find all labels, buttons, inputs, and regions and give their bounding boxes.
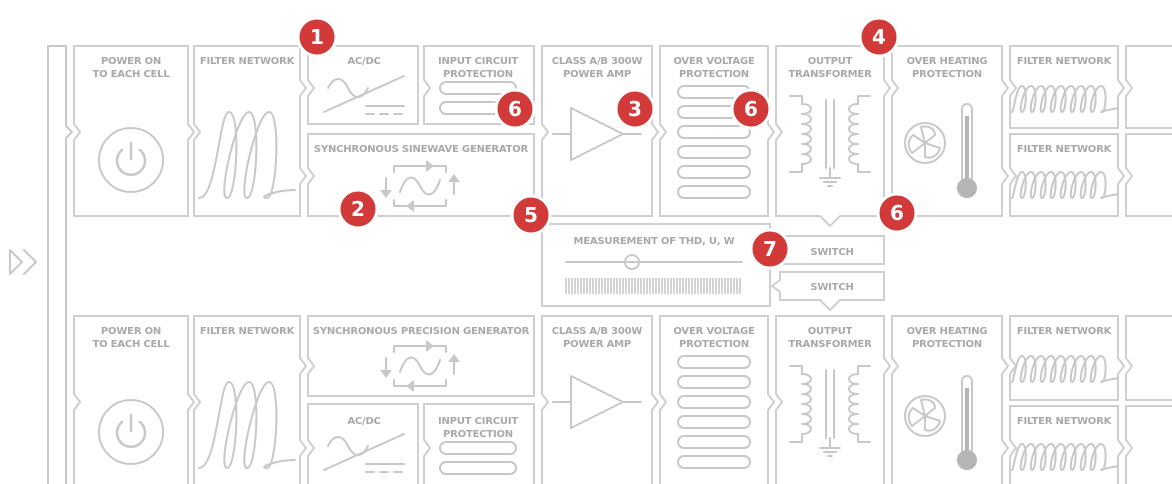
power-on-label-2: TO EACH CELL — [92, 69, 170, 80]
filter-network-block-bottom: FILTER NETWORK — [193, 315, 308, 484]
badge-6: 6 — [876, 192, 918, 234]
power-amp-label-1: CLASS A/B 300W — [552, 326, 643, 337]
svg-text:7: 7 — [763, 237, 777, 261]
power-amp-block-top: CLASS A/B 300W POWER AMP — [541, 45, 660, 217]
svg-text:6: 6 — [744, 97, 758, 121]
badge-6: 6 — [494, 88, 536, 130]
over-voltage-label-1: OVER VOLTAGE — [673, 56, 755, 67]
power-amp-label-1: CLASS A/B 300W — [552, 56, 643, 67]
switch-label: SWITCH — [810, 282, 853, 293]
filter-network-label: FILTER NETWORK — [200, 56, 296, 67]
power-amp-block-bottom: CLASS A/B 300W POWER AMP — [541, 315, 660, 484]
precision-generator-label: SYNCHRONOUS PRECISION GENERATOR — [313, 326, 530, 337]
badge-7: 7 — [749, 228, 791, 270]
filter-network-block-right-1: FILTER NETWORK — [1009, 45, 1126, 129]
measurement-block: MEASUREMENT OF THD, U, W — [541, 223, 771, 307]
over-voltage-label-2: PROTECTION — [679, 339, 749, 350]
power-on-block-top: POWER ON TO EACH CELL — [73, 45, 196, 217]
badge-3: 3 — [614, 88, 656, 130]
badge-1: 1 — [296, 16, 338, 58]
output-stub-top — [1125, 45, 1172, 217]
svg-text:5: 5 — [524, 203, 538, 227]
level-meter — [565, 278, 741, 294]
over-heating-label-1: OVER HEATING — [907, 56, 988, 67]
svg-text:3: 3 — [628, 97, 642, 121]
ac-dc-block-top: AC/DC — [307, 45, 419, 125]
svg-text:1: 1 — [310, 25, 324, 49]
power-on-label-2: TO EACH CELL — [92, 339, 170, 350]
measurement-label: MEASUREMENT OF THD, U, W — [573, 236, 734, 247]
filter-network-block-top: FILTER NETWORK — [193, 45, 308, 217]
ac-dc-label: AC/DC — [347, 56, 380, 67]
input-circuit-block-bottom: INPUT CIRCUIT PROTECTION — [423, 403, 535, 484]
output-transformer-block-top: OUTPUT TRANSFORMER — [775, 45, 892, 228]
precision-generator-block: SYNCHRONOUS PRECISION GENERATOR — [307, 315, 535, 397]
power-on-block-bottom: POWER ON TO EACH CELL — [73, 315, 196, 484]
ac-dc-label: AC/DC — [347, 416, 380, 427]
over-heating-label-2: PROTECTION — [912, 339, 982, 350]
filter-network-label: FILTER NETWORK — [1017, 144, 1113, 155]
filter-network-block-right-3: FILTER NETWORK — [1009, 315, 1126, 401]
power-amp-label-2: POWER AMP — [563, 339, 631, 350]
input-circuit-label-1: INPUT CIRCUIT — [438, 56, 518, 67]
over-heating-label-1: OVER HEATING — [907, 326, 988, 337]
svg-text:4: 4 — [872, 25, 886, 49]
power-on-label-1: POWER ON — [101, 56, 161, 67]
sinewave-generator-label: SYNCHRONOUS SINEWAVE GENERATOR — [314, 144, 529, 155]
filter-network-block-right-4: FILTER NETWORK — [1009, 405, 1126, 484]
filter-network-label: FILTER NETWORK — [200, 326, 296, 337]
svg-text:6: 6 — [890, 201, 904, 225]
input-circuit-label-2: PROTECTION — [443, 429, 513, 440]
switch-block-bottom: SWITCH — [770, 271, 885, 312]
input-circuit-label-1: INPUT CIRCUIT — [438, 416, 518, 427]
output-transformer-block-bottom: OUTPUT TRANSFORMER — [775, 315, 892, 484]
output-transformer-label-1: OUTPUT — [808, 326, 853, 337]
over-heating-block-bottom: OVER HEATING PROTECTION — [891, 315, 1010, 484]
over-heating-label-2: PROTECTION — [912, 69, 982, 80]
filter-network-label: FILTER NETWORK — [1017, 326, 1113, 337]
output-transformer-label-1: OUTPUT — [808, 56, 853, 67]
badge-5: 5 — [510, 194, 552, 236]
filter-network-label: FILTER NETWORK — [1017, 56, 1113, 67]
switch-label: SWITCH — [810, 247, 853, 258]
over-voltage-block-top: OVER VOLTAGE PROTECTION — [659, 45, 776, 217]
over-heating-block-top: OVER HEATING PROTECTION — [891, 45, 1010, 217]
input-circuit-label-2: PROTECTION — [443, 69, 513, 80]
input-arrow — [9, 249, 37, 275]
filter-network-block-right-2: FILTER NETWORK — [1009, 133, 1126, 217]
output-transformer-label-2: TRANSFORMER — [788, 69, 872, 80]
badge-2: 2 — [337, 188, 379, 230]
slider-icon — [624, 254, 640, 270]
ac-dc-block-bottom: AC/DC — [307, 403, 419, 484]
over-voltage-block-bottom: OVER VOLTAGE PROTECTION — [659, 315, 776, 484]
power-on-label-1: POWER ON — [101, 326, 161, 337]
svg-text:2: 2 — [351, 197, 365, 221]
left-bus — [47, 45, 73, 484]
over-voltage-label-1: OVER VOLTAGE — [673, 326, 755, 337]
filter-network-label: FILTER NETWORK — [1017, 416, 1113, 427]
output-transformer-label-2: TRANSFORMER — [788, 339, 872, 350]
svg-text:6: 6 — [508, 97, 522, 121]
power-amp-label-2: POWER AMP — [563, 69, 631, 80]
output-stub-bottom — [1125, 315, 1172, 484]
badge-6: 6 — [730, 88, 772, 130]
over-voltage-label-2: PROTECTION — [679, 69, 749, 80]
badge-4: 4 — [858, 16, 900, 58]
